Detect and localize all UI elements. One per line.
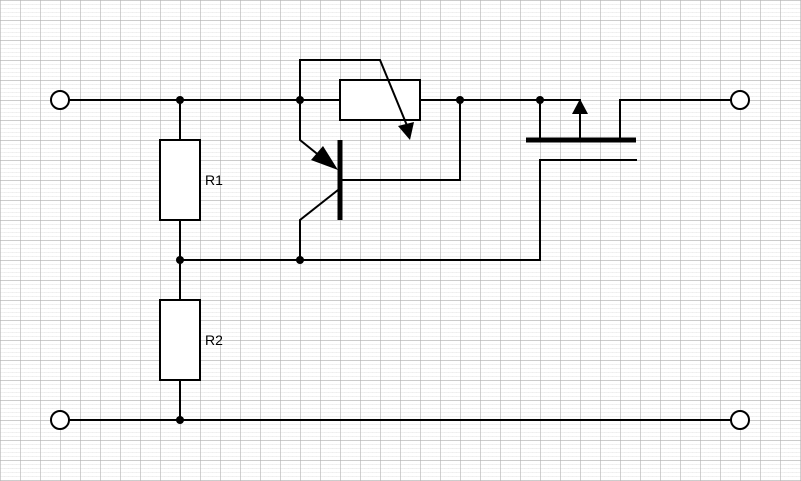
junction-dot bbox=[296, 256, 304, 264]
junction-dot bbox=[176, 96, 184, 104]
junction-dot bbox=[176, 416, 184, 424]
junction-dot bbox=[176, 256, 184, 264]
mid-node-wire bbox=[179, 159, 621, 261]
potentiometer bbox=[339, 79, 421, 121]
r2-label: R2 bbox=[205, 332, 223, 348]
potentiometer-arrow-icon bbox=[398, 122, 414, 140]
transistor-emitter-arrow-icon bbox=[311, 146, 338, 170]
terminal-input-top bbox=[50, 90, 70, 110]
terminal-input-bottom bbox=[50, 410, 70, 430]
mosfet-body-arrow-icon bbox=[572, 99, 588, 114]
terminal-output-top bbox=[730, 90, 750, 110]
potentiometer-loop-wire bbox=[299, 59, 410, 130]
junction-dot bbox=[456, 96, 464, 104]
terminal-output-bottom bbox=[730, 410, 750, 430]
r1-label: R1 bbox=[205, 172, 223, 188]
transistor-collector-wire bbox=[299, 188, 340, 261]
junction-dot bbox=[536, 96, 544, 104]
junction-dot bbox=[296, 96, 304, 104]
resistor-r1 bbox=[159, 139, 201, 221]
resistor-r2 bbox=[159, 299, 201, 381]
